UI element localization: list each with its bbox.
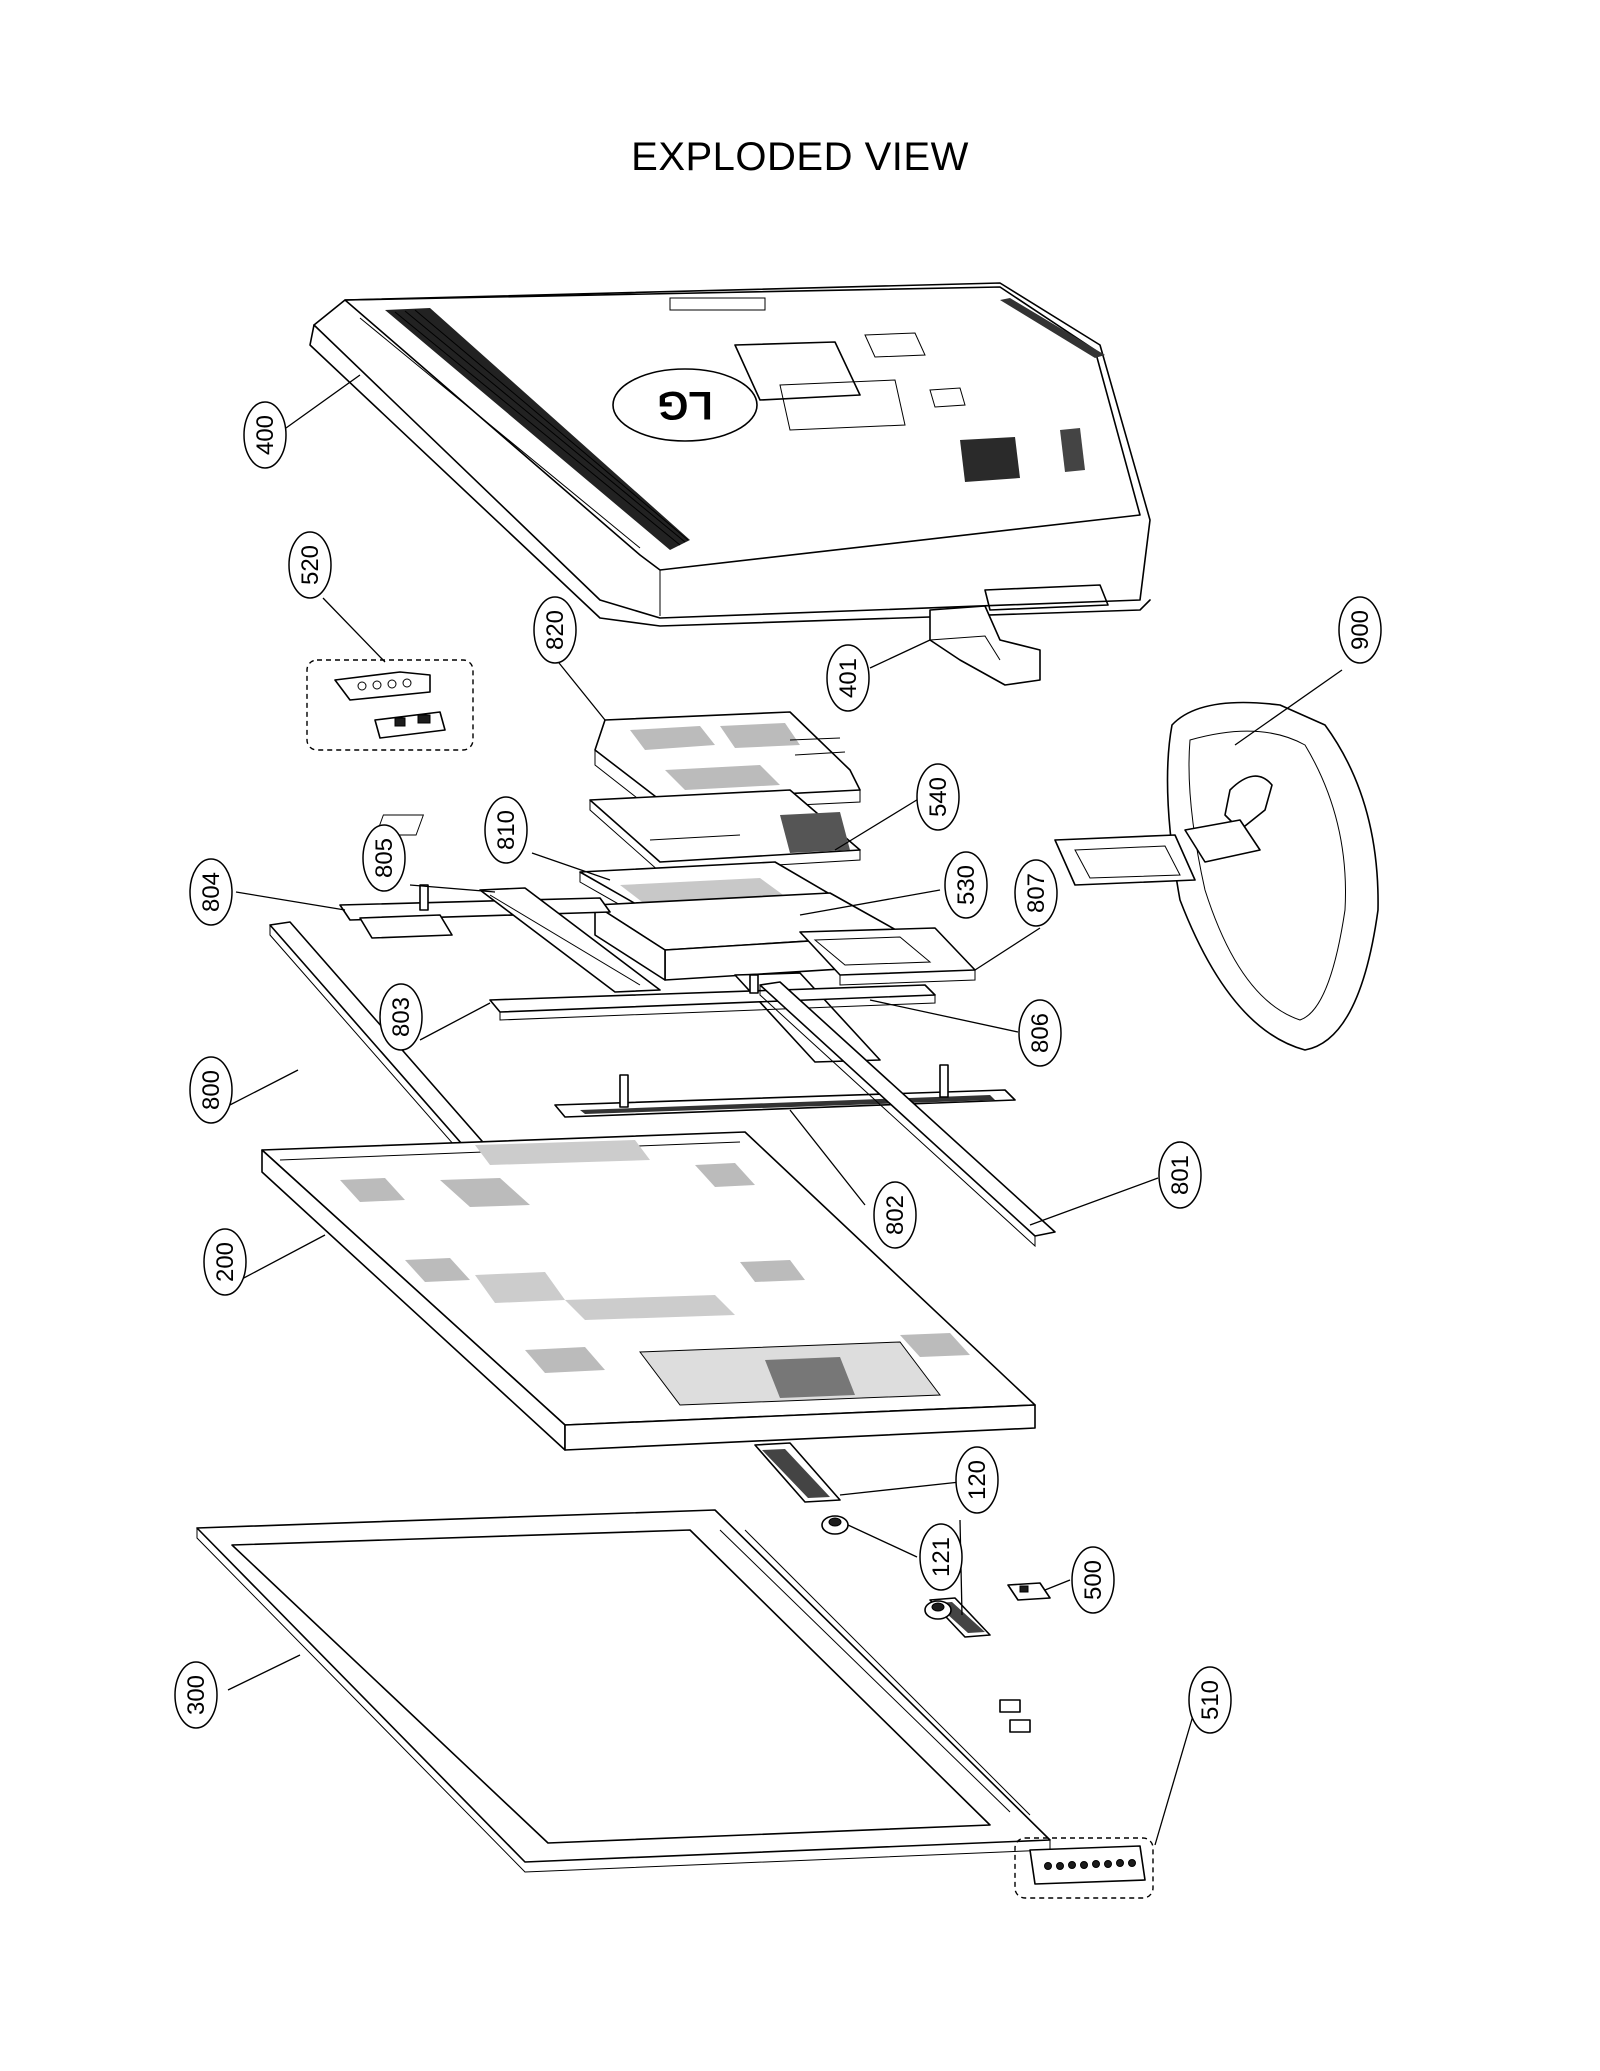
part-807-bracket bbox=[799, 927, 976, 986]
part-803-bar bbox=[489, 974, 936, 1021]
part-820-shield bbox=[594, 711, 861, 813]
callout-510: 510 bbox=[1197, 1680, 1224, 1720]
callout-900: 900 bbox=[1347, 610, 1374, 650]
callout-300: 300 bbox=[183, 1675, 210, 1715]
part-520-side-terminal bbox=[306, 659, 474, 751]
part-900-stand bbox=[1054, 701, 1379, 1051]
callout-806: 806 bbox=[1027, 1013, 1054, 1053]
part-400-rear-cover: LG bbox=[309, 282, 1151, 627]
part-200-lcd-module bbox=[261, 1131, 1036, 1451]
callout-401: 401 bbox=[835, 658, 862, 698]
callout-500: 500 bbox=[1080, 1560, 1107, 1600]
callout-labels: 400 520 820 401 900 540 810 805 804 530 … bbox=[183, 415, 1374, 1720]
callout-801: 801 bbox=[1167, 1155, 1194, 1195]
callout-121: 121 bbox=[928, 1537, 955, 1577]
callout-530: 530 bbox=[953, 865, 980, 905]
part-500-ir-board bbox=[1007, 1582, 1051, 1601]
part-121-speaker-cap bbox=[821, 1515, 952, 1620]
callout-804: 804 bbox=[198, 872, 225, 912]
callout-520: 520 bbox=[297, 545, 324, 585]
callout-800: 800 bbox=[198, 1070, 225, 1110]
callout-820: 820 bbox=[542, 610, 569, 650]
part-401-bracket bbox=[929, 605, 1041, 686]
callout-810: 810 bbox=[493, 810, 520, 850]
page-title: EXPLODED VIEW bbox=[631, 135, 969, 179]
callout-803: 803 bbox=[388, 997, 415, 1037]
callout-540: 540 bbox=[925, 777, 952, 817]
part-801-rail bbox=[759, 981, 1056, 1248]
callout-120: 120 bbox=[964, 1460, 991, 1500]
callout-807: 807 bbox=[1023, 873, 1050, 913]
callout-200: 200 bbox=[212, 1242, 239, 1282]
callout-400: 400 bbox=[252, 415, 279, 455]
part-540-main-board bbox=[375, 789, 861, 873]
part-510-control-board bbox=[1014, 1837, 1154, 1899]
part-300-front-bezel bbox=[196, 1509, 1051, 1873]
part-805-bracket bbox=[479, 887, 661, 993]
lg-logo-text: LG bbox=[657, 383, 713, 427]
callouts bbox=[174, 374, 1382, 1846]
callout-805: 805 bbox=[371, 838, 398, 878]
callout-802: 802 bbox=[882, 1195, 909, 1235]
part-802-bar bbox=[554, 1064, 1016, 1118]
